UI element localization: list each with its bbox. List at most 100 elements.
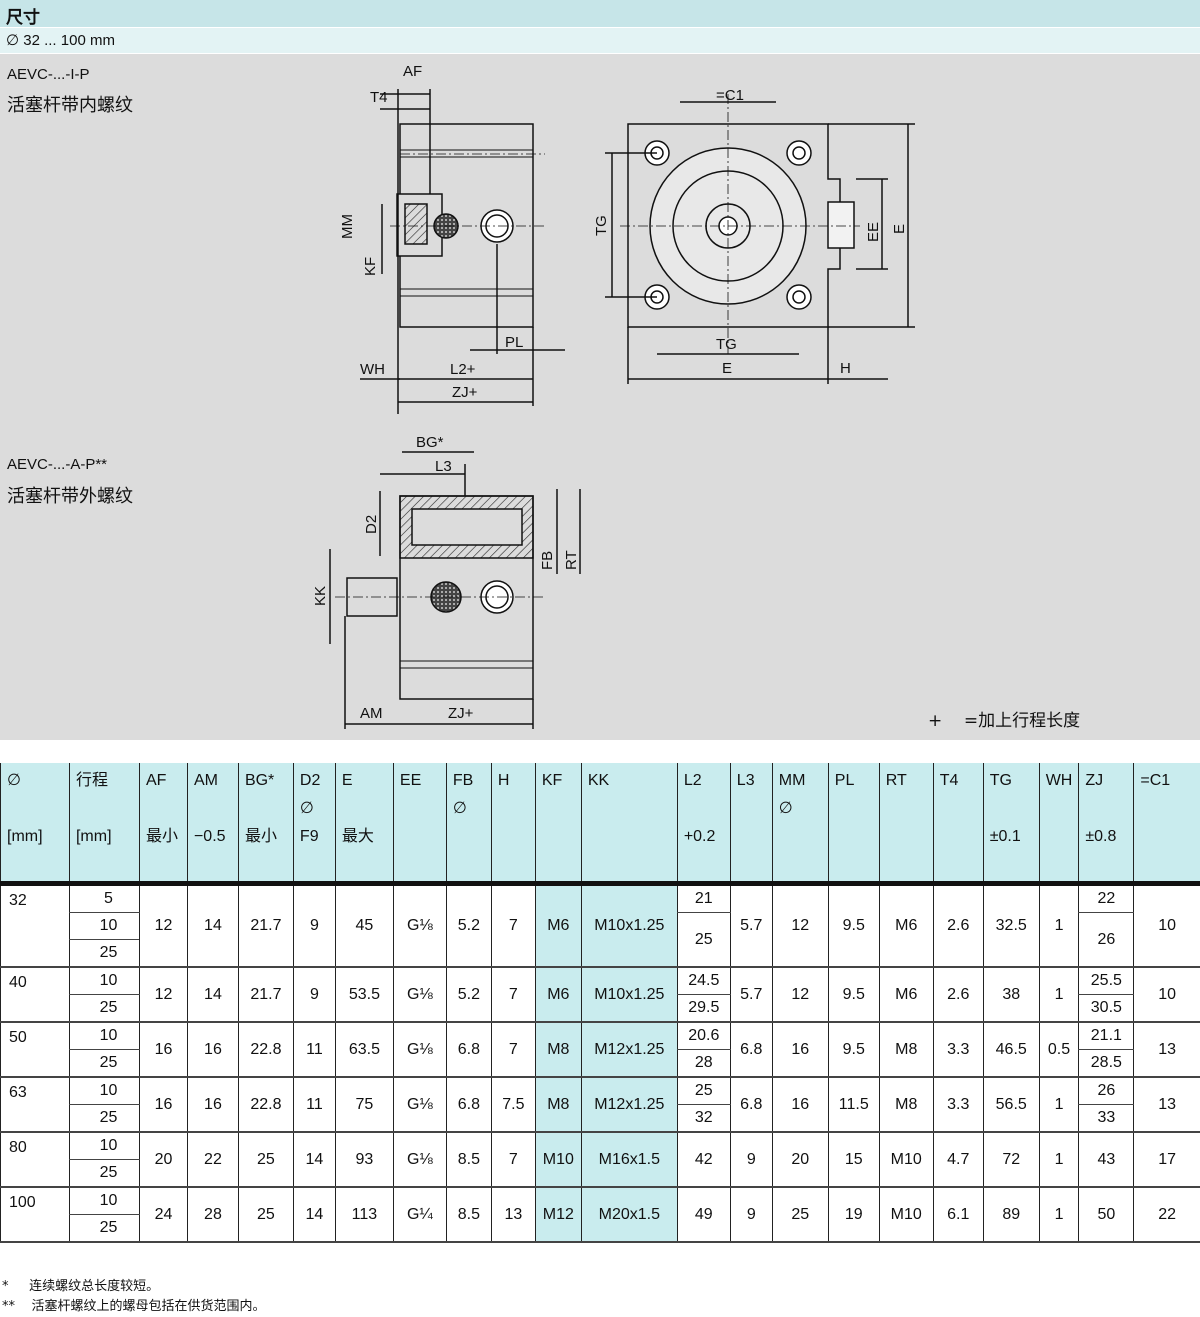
drawing-area: AEVC-...-I-P 活塞杆带内螺纹 AEVC-...-A-P** 活塞杆带…: [0, 54, 1200, 740]
cell-0: 25.5: [1078, 967, 1134, 995]
header-line: [400, 823, 440, 851]
cell-d: 80: [0, 1132, 70, 1188]
cell-d2: 9: [292, 883, 336, 968]
header-line: ±0.8: [1085, 828, 1117, 845]
cell-c1: 22: [1133, 1187, 1200, 1243]
header-line: BG*: [244, 772, 275, 789]
header-line: =C1: [1140, 772, 1171, 789]
cell-1: 10: [68, 912, 140, 940]
dim-kf: KF: [362, 257, 379, 276]
dim-l2: L2+: [450, 361, 476, 378]
cell-wh: 1: [1038, 967, 1079, 1023]
legend: + =加上行程长度: [928, 706, 1080, 731]
cell-mm: 25: [771, 1187, 829, 1243]
cell-ee: G⅛: [392, 1132, 447, 1188]
cell-d2: 11: [292, 1022, 336, 1078]
cell-0: 22: [1078, 883, 1134, 913]
cell-kk: M10x1.25: [580, 883, 678, 968]
table-row: 25: [1, 1159, 1200, 1188]
cell-l3: 5.7: [729, 967, 773, 1023]
cell-1: 30.5: [1078, 994, 1134, 1023]
header-line: [940, 823, 977, 851]
cell-1: 28.5: [1078, 1049, 1134, 1078]
cell-rt: M8: [878, 1022, 934, 1078]
cell-pl: 11.5: [827, 1077, 880, 1133]
cell-d: 50: [0, 1022, 70, 1078]
header-line: [835, 823, 873, 851]
cell-rt: M10: [878, 1132, 934, 1188]
cell-am: 14: [186, 883, 239, 968]
cell-c1: 13: [1133, 1022, 1200, 1078]
footnote-1-mark: *: [2, 1279, 9, 1294]
header-line: [mm]: [7, 828, 43, 845]
header-cell: H: [490, 763, 536, 886]
header-line: E: [341, 772, 353, 789]
cell-kf: M12: [534, 1187, 582, 1243]
header-line: [1140, 795, 1194, 823]
header-cell: E 最大: [334, 763, 394, 886]
header-line: AM: [193, 772, 218, 789]
header-line: KF: [541, 772, 563, 789]
cell-rt: M8: [878, 1077, 934, 1133]
cell-c1: 17: [1133, 1132, 1200, 1188]
cell-0: 5: [68, 883, 140, 913]
dim-zj-2: ZJ+: [448, 705, 474, 722]
header-cell: RT: [878, 763, 934, 886]
cell-kf: M8: [534, 1022, 582, 1078]
header-line: [588, 823, 671, 851]
header-cell: TG±0.1: [982, 763, 1040, 886]
cell-pl: 9.5: [827, 967, 880, 1023]
header-line: [835, 795, 873, 823]
footnote-1-text: 连续螺纹总长度较短。: [29, 1279, 160, 1294]
dim-kk: KK: [312, 586, 329, 606]
header-line: 最大: [341, 828, 374, 845]
header-line: ∅: [7, 772, 21, 789]
dim-af: AF: [403, 63, 422, 80]
cell-1: 25: [68, 1214, 140, 1243]
header-cell: WH: [1038, 763, 1079, 886]
header-cell: ZJ±0.8: [1078, 763, 1134, 886]
cell-e: 93: [334, 1132, 394, 1188]
dim-h: H: [840, 360, 851, 377]
cell-af: 12: [138, 883, 188, 968]
variant1-desc: 活塞杆带内螺纹: [7, 95, 133, 116]
footnote-2-text: 活塞杆螺纹上的螺母包括在供货范围内。: [31, 1299, 266, 1314]
cell-h: 13: [490, 1187, 536, 1243]
cell-tg: 32.5: [982, 883, 1040, 968]
cell-0: 10: [68, 1077, 140, 1105]
cell-0: 10: [68, 1022, 140, 1050]
header-line: MM: [778, 772, 806, 789]
header-line: [1046, 795, 1073, 823]
cell-l3: 6.8: [729, 1077, 773, 1133]
cell-t4: 3.3: [932, 1022, 984, 1078]
cell-am: 22: [186, 1132, 239, 1188]
header-cell: KK: [580, 763, 678, 886]
cell-h: 7: [490, 1132, 536, 1188]
header-line: FB: [452, 772, 474, 789]
cell-1: 25: [68, 1159, 140, 1188]
header-line: L2: [683, 772, 702, 789]
cell-mm: 12: [771, 967, 829, 1023]
variant1-code: AEVC-...-I-P: [7, 66, 90, 83]
cell-1: 25: [68, 1049, 140, 1078]
header-line: [588, 795, 671, 823]
cell-1: 29.5: [676, 994, 731, 1023]
cell-kk: M20x1.5: [580, 1187, 678, 1243]
header-line: [76, 795, 133, 823]
cell-bg: 25: [237, 1132, 294, 1188]
cell-t4: 4.7: [932, 1132, 984, 1188]
cell-rt: M6: [878, 967, 934, 1023]
cell-0: 20.6: [676, 1022, 731, 1050]
header-line: [779, 823, 822, 851]
header-cell: 行程[mm]: [68, 763, 140, 886]
cell-wh: 0.5: [1038, 1022, 1079, 1078]
cell-mm: 16: [771, 1077, 829, 1133]
header-line: [400, 795, 440, 823]
cell-l3: 9: [729, 1187, 773, 1243]
cell-wh: 1: [1038, 1187, 1079, 1243]
header-cell: EE: [392, 763, 447, 886]
footnote-2: ** 活塞杆螺纹上的螺母包括在供货范围内。: [2, 1295, 266, 1314]
